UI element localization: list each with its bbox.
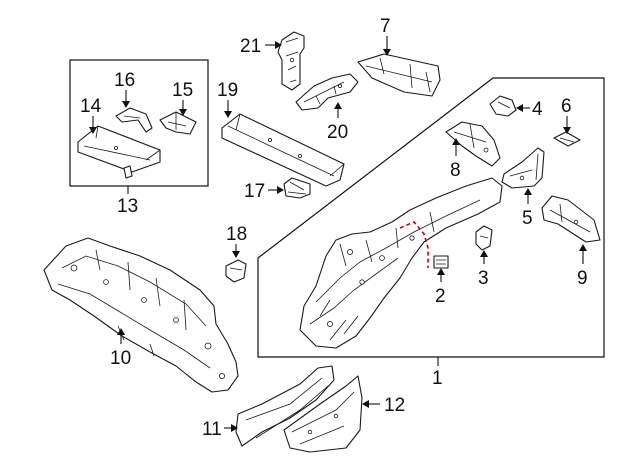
part-10-rail [43, 237, 239, 393]
callout-18: 18 [226, 224, 247, 245]
part-21-bracket [277, 31, 305, 91]
part-2-nut [433, 255, 449, 269]
callout-19: 19 [217, 80, 238, 101]
callout-11: 11 [202, 419, 222, 440]
part-16-bracket [115, 107, 153, 133]
callout-6: 6 [561, 96, 572, 117]
part-4-clip [489, 95, 517, 117]
callout-9: 9 [577, 268, 588, 289]
callout-4: 4 [532, 99, 543, 120]
callout-14: 14 [80, 96, 102, 117]
callout-15: 15 [172, 80, 193, 101]
callout-7: 7 [380, 16, 391, 37]
leader-lines [89, 36, 587, 432]
callout-10: 10 [110, 348, 131, 369]
callout-2: 2 [435, 286, 446, 307]
callout-3: 3 [478, 268, 489, 289]
part-5-bracket [501, 147, 545, 189]
part-11-channel [235, 365, 335, 447]
part-15-bracket [159, 111, 197, 135]
callout-17: 17 [244, 181, 265, 202]
part-20-bracket [295, 73, 359, 111]
group-box-1 [257, 77, 605, 358]
callout-12: 12 [384, 395, 405, 416]
callout-20: 20 [327, 122, 348, 143]
part-9-bracket [541, 195, 601, 243]
part-17-bracket [283, 177, 311, 199]
part-18-clip [225, 259, 247, 283]
callout-16: 16 [114, 70, 135, 91]
part-7-cross-member [357, 53, 441, 97]
group-box-13 [69, 59, 209, 187]
callout-13: 13 [117, 196, 138, 217]
part-1-rail-assembly [299, 177, 503, 349]
callout-8: 8 [450, 160, 461, 181]
callout-21: 21 [240, 36, 261, 57]
part-12-panel [283, 375, 363, 453]
part-3-clip [475, 225, 493, 251]
part-14-channel [77, 125, 161, 179]
callout-1: 1 [432, 368, 443, 389]
part-6-plate [553, 131, 581, 147]
part-19-channel [221, 113, 345, 187]
part-8-bracket [445, 121, 501, 167]
callout-5: 5 [522, 208, 533, 229]
